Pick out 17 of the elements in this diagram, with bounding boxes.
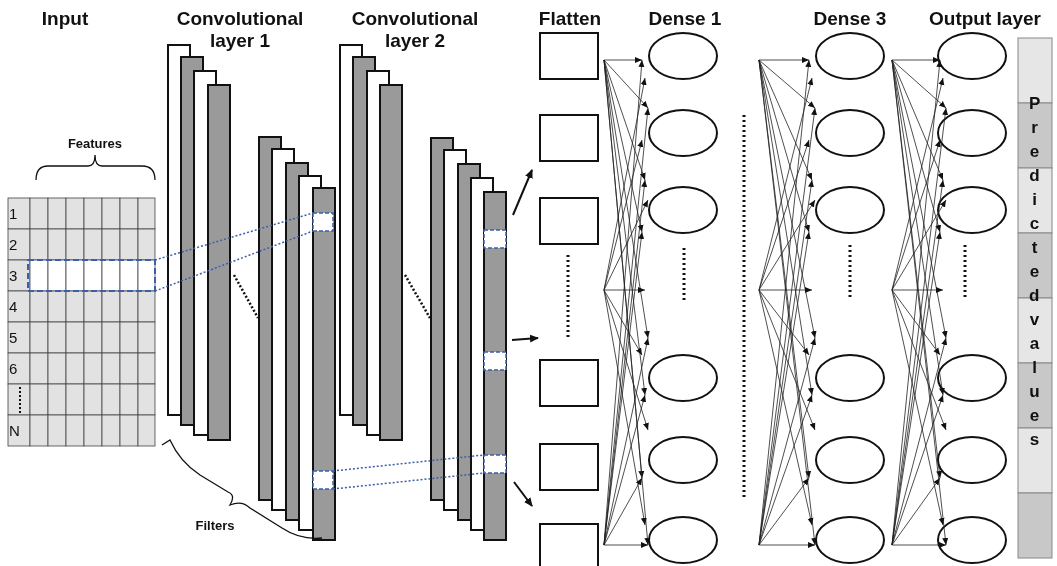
- heading: Dense 3: [812, 8, 888, 30]
- row-number: 5: [9, 329, 19, 347]
- vertical-label: Predicted values: [1029, 93, 1040, 451]
- bracket-label: Filters: [194, 519, 236, 534]
- axis-label: Features: [66, 137, 124, 152]
- heading: Input: [40, 8, 90, 30]
- heading: Convolutional layer 1: [175, 8, 305, 52]
- heading: Dense 1: [647, 8, 723, 30]
- row-number: 3: [9, 267, 19, 285]
- row-number: 1: [9, 205, 19, 223]
- heading: Output layer: [928, 8, 1042, 30]
- row-number: 4: [9, 298, 19, 316]
- heading: Flatten: [537, 8, 603, 30]
- row-number: 2: [9, 236, 19, 254]
- row-number: 6: [9, 360, 19, 378]
- heading: Convolutional layer 2: [350, 8, 480, 52]
- row-number: N: [9, 422, 21, 440]
